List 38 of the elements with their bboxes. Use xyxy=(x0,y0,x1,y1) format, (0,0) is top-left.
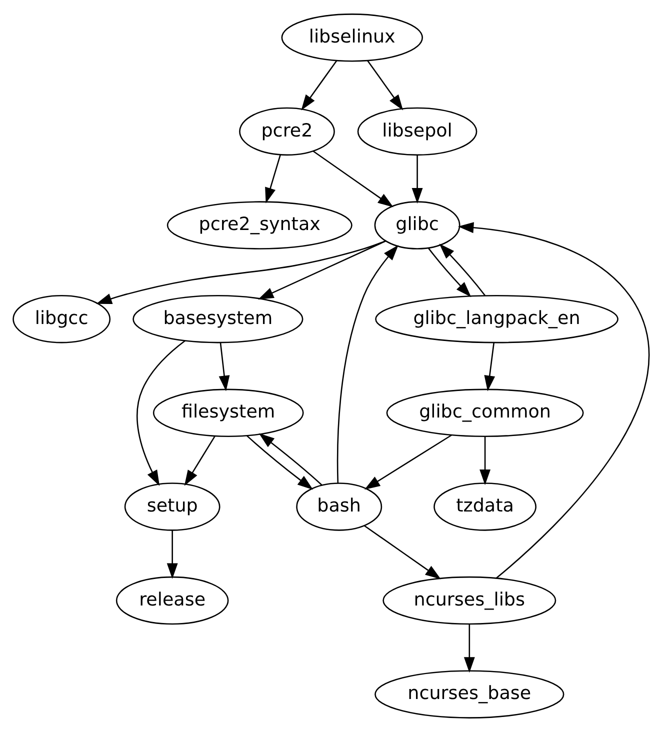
node-ellipse: basesystem xyxy=(132,294,304,343)
arrow xyxy=(439,243,486,296)
node-ellipse: libgcc xyxy=(12,294,111,343)
arrow xyxy=(96,240,386,304)
node-ellipse: setup xyxy=(124,482,220,530)
arrow xyxy=(412,154,423,204)
arrow xyxy=(166,530,178,578)
arrow xyxy=(364,524,441,579)
arrow xyxy=(336,244,398,483)
node-ellipse: tzdata xyxy=(434,482,536,530)
arrow xyxy=(367,60,404,110)
arrow xyxy=(136,340,186,486)
node-ellipse: pcre2 xyxy=(239,106,335,156)
arrow xyxy=(458,222,650,578)
arrow xyxy=(428,247,472,297)
arrow xyxy=(484,342,496,391)
node-ellipse: libsepol xyxy=(357,106,478,156)
arrow xyxy=(246,434,314,490)
arrow xyxy=(265,154,281,203)
node-ellipse: bash xyxy=(296,482,382,530)
arrow xyxy=(480,436,490,485)
node-ellipse: filesystem xyxy=(152,388,304,437)
arrow xyxy=(464,624,475,672)
node-ellipse: glibc_langpack_en xyxy=(375,294,618,343)
node-ellipse: ncurses_libs xyxy=(382,576,556,624)
arrow xyxy=(258,240,386,299)
arrow xyxy=(364,434,452,490)
node-ellipse: glibc xyxy=(374,200,460,249)
arrow xyxy=(312,150,394,207)
node-ellipse: ncurses_base xyxy=(374,670,564,718)
arrow xyxy=(258,432,322,486)
arrow xyxy=(301,60,338,110)
node-ellipse: pcre2_syntax xyxy=(166,200,352,249)
node-ellipse: libselinux xyxy=(281,13,423,62)
arrow xyxy=(184,435,216,486)
arrow xyxy=(218,342,230,391)
node-ellipse: glibc_common xyxy=(386,388,584,437)
node-ellipse: release xyxy=(116,576,229,624)
